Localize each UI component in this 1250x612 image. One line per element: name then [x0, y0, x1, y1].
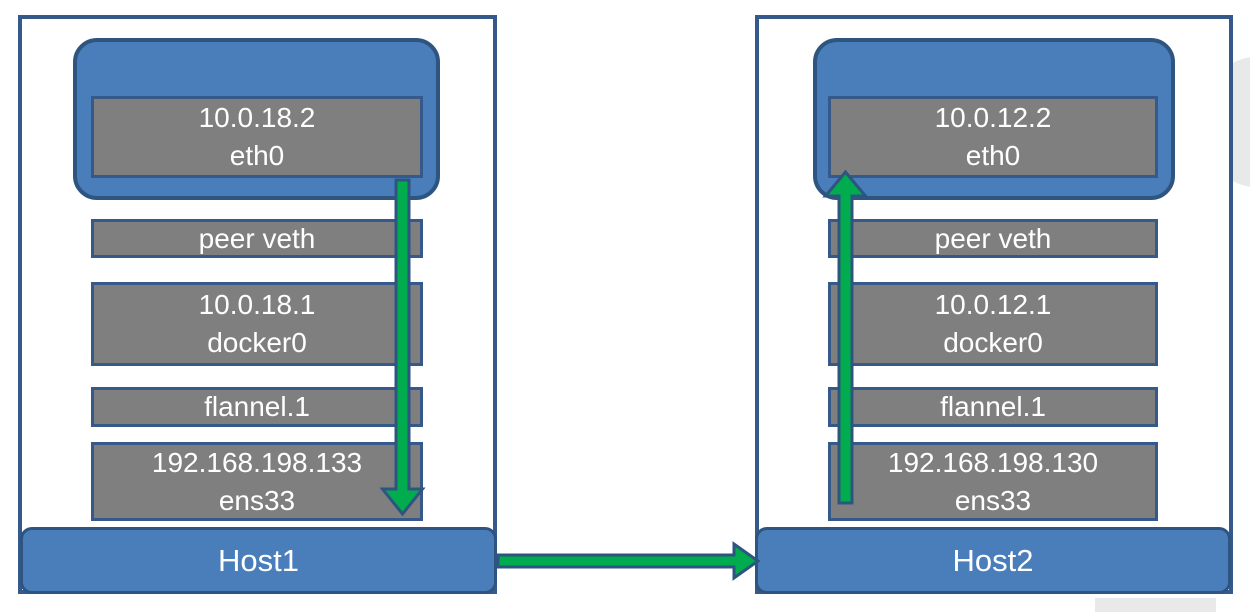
host2-eth0-box: 10.0.12.2 eth0: [828, 96, 1158, 178]
host1-ens33-name-label: ens33: [218, 484, 296, 516]
host1-docker0-name-label: docker0: [207, 327, 307, 358]
host2-flannel-label: flannel.1: [940, 391, 1046, 422]
host1-name-label: Host1: [218, 542, 299, 578]
host1-label-bar: Host1: [20, 527, 497, 594]
host1-ens33-ip-label: 192.168.198.133: [151, 446, 363, 478]
host2-flannel-box: flannel.1: [828, 387, 1158, 427]
host1-docker0-box: 10.0.18.1 docker0: [91, 282, 423, 366]
host2-eth0-ip-label: 10.0.12.2: [934, 102, 1052, 133]
host1-flannel-box: flannel.1: [91, 387, 423, 427]
host2-label-bar: Host2: [755, 527, 1231, 594]
host2-docker0-box: 10.0.12.1 docker0: [828, 282, 1158, 366]
host2-docker0-ip-label: 10.0.12.1: [934, 289, 1052, 320]
host2-ens33-ip-label: 192.168.198.130: [887, 446, 1099, 478]
host2-ens33-name-label: ens33: [954, 484, 1032, 516]
host1-docker0-ip-label: 10.0.18.1: [198, 289, 316, 320]
background-bottom-shape: [1095, 598, 1216, 612]
host1-ens33-box: 192.168.198.133 ens33: [91, 442, 423, 521]
host2-name-label: Host2: [952, 542, 1034, 578]
host2-eth0-name-label: eth0: [965, 140, 1021, 171]
host1-peer-veth-label: peer veth: [198, 222, 316, 254]
host1-eth0-box: 10.0.18.2 eth0: [91, 96, 423, 178]
host1-flannel-label: flannel.1: [204, 391, 310, 422]
host1-eth0-ip-label: 10.0.18.2: [198, 102, 316, 133]
host1-peer-veth-box: peer veth: [91, 219, 423, 258]
host1-to-host2-arrow-icon: [496, 541, 761, 581]
host1-eth0-name-label: eth0: [229, 140, 285, 171]
host2-peer-veth-box: peer veth: [828, 219, 1158, 258]
host2-ens33-box: 192.168.198.130 ens33: [828, 442, 1158, 521]
host2-docker0-name-label: docker0: [943, 327, 1043, 358]
host2-peer-veth-label: peer veth: [934, 222, 1052, 254]
